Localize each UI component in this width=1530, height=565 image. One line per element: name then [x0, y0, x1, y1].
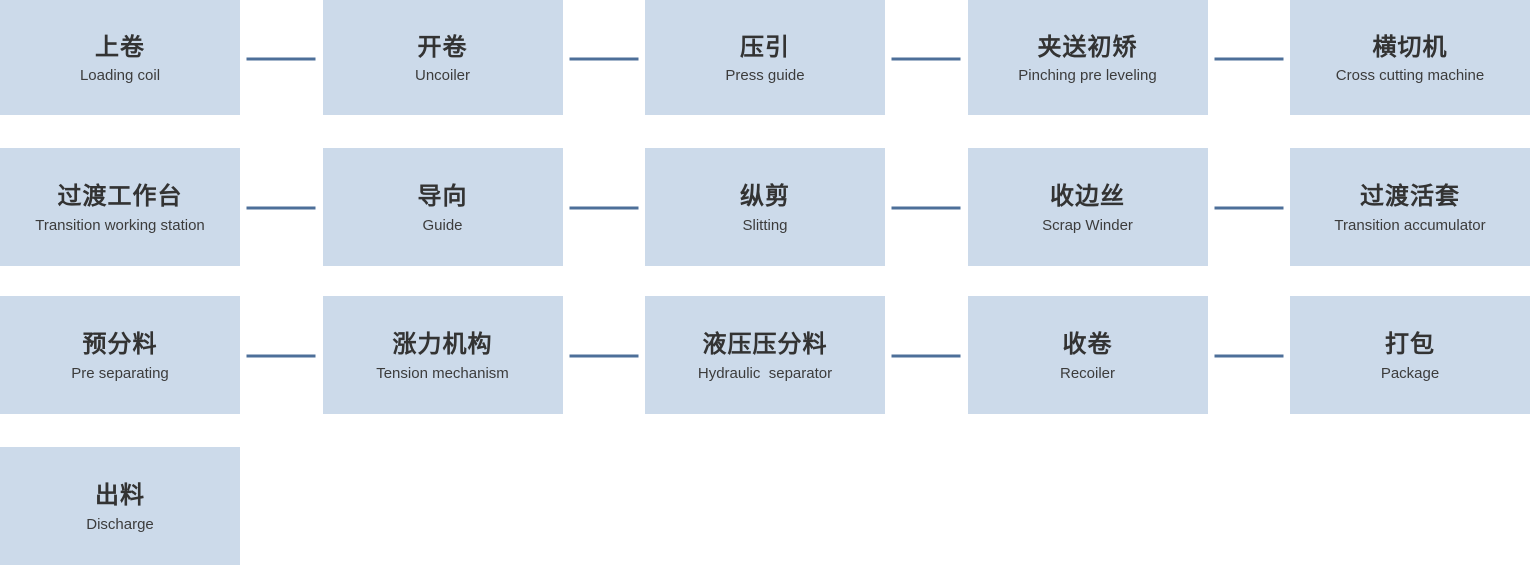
step-title: 纵剪: [740, 181, 790, 211]
step-subtitle: Guide: [422, 216, 463, 234]
step-title: 夹送初矫: [1037, 31, 1138, 61]
step-subtitle: Transition accumulator: [1334, 216, 1486, 234]
connector-line: [569, 354, 639, 358]
step-title: 过渡工作台: [57, 181, 183, 211]
flow-connector: [1208, 0, 1291, 115]
flow-connector: [240, 148, 323, 266]
step-subtitle: Loading coil: [79, 67, 161, 85]
step-subtitle: Hydraulic separator: [697, 364, 833, 382]
step-subtitle: Package: [1380, 364, 1440, 382]
flow-connector: [885, 148, 968, 266]
step-slitting: 纵剪 Slitting: [645, 148, 885, 266]
step-package: 打包 Package: [1290, 296, 1530, 414]
connector-line: [1214, 206, 1284, 210]
step-title: 液压压分料: [702, 329, 828, 359]
connector-line: [246, 354, 316, 358]
step-subtitle: Pinching pre leveling: [1018, 67, 1157, 85]
step-title: 上卷: [95, 31, 145, 61]
step-pre-separating: 预分料 Pre separating: [0, 296, 240, 414]
step-title: 涨力机构: [392, 329, 493, 359]
connector-line: [569, 206, 639, 210]
step-title: 横切机: [1372, 31, 1448, 61]
step-title: 过渡活套: [1360, 181, 1460, 211]
connector-line: [891, 57, 961, 60]
flow-connector: [1208, 296, 1291, 414]
step-recoiler: 收卷 Recoiler: [967, 296, 1208, 414]
step-title: 收卷: [1062, 329, 1113, 359]
step-subtitle: Pre separating: [71, 364, 169, 382]
step-title: 开卷: [417, 31, 468, 61]
step-press-guide: 压引 Press guide: [645, 0, 885, 115]
step-discharge: 出料 Discharge: [0, 447, 240, 565]
step-tension-mechanism: 涨力机构 Tension mechanism: [322, 296, 563, 414]
flow-connector: [563, 0, 646, 115]
step-pinching-pre-leveling: 夹送初矫 Pinching pre leveling: [967, 0, 1208, 115]
flow-connector: [240, 0, 323, 115]
connector-line: [1214, 57, 1284, 60]
flow-connector: [885, 0, 968, 115]
flow-row-4: 出料 Discharge: [0, 447, 1530, 565]
step-title: 收边丝: [1050, 181, 1125, 211]
flow-connector: [1208, 148, 1291, 266]
step-guide: 导向 Guide: [322, 148, 563, 266]
connector-line: [569, 57, 639, 60]
step-title: 打包: [1385, 329, 1435, 359]
flow-connector: [885, 296, 968, 414]
flow-connector: [563, 148, 646, 266]
step-subtitle: Scrap Winder: [1042, 216, 1133, 234]
step-subtitle: Uncoiler: [414, 67, 471, 85]
step-subtitle: Press guide: [725, 67, 805, 85]
step-subtitle: Transition working station: [35, 216, 205, 234]
flow-row-1: 上卷 Loading coil 开卷 Uncoiler 压引 Press gui…: [0, 0, 1530, 115]
step-loading-coil: 上卷 Loading coil: [0, 0, 240, 115]
flow-row-2: 过渡工作台 Transition working station 导向 Guid…: [0, 148, 1530, 266]
step-title: 出料: [95, 480, 145, 510]
step-scrap-winder: 收边丝 Scrap Winder: [967, 148, 1208, 266]
connector-line: [1214, 354, 1284, 358]
flow-connector: [240, 296, 323, 414]
step-cross-cutting-machine: 横切机 Cross cutting machine: [1290, 0, 1530, 115]
step-subtitle: Cross cutting machine: [1335, 67, 1485, 85]
step-title: 导向: [417, 181, 468, 211]
flow-row-3: 预分料 Pre separating 涨力机构 Tension mechanis…: [0, 296, 1530, 414]
step-subtitle: Discharge: [86, 515, 154, 533]
step-title: 压引: [740, 31, 790, 61]
connector-line: [246, 206, 316, 210]
connector-line: [891, 354, 961, 358]
step-subtitle: Recoiler: [1059, 364, 1116, 382]
step-title: 预分料: [82, 329, 158, 359]
step-subtitle: Slitting: [742, 216, 788, 234]
connector-line: [246, 57, 316, 60]
step-subtitle: Tension mechanism: [376, 364, 509, 382]
connector-line: [891, 206, 961, 210]
step-transition-working-station: 过渡工作台 Transition working station: [0, 148, 240, 266]
step-transition-accumulator: 过渡活套 Transition accumulator: [1290, 148, 1530, 266]
flow-connector: [563, 296, 646, 414]
step-hydraulic-separator: 液压压分料 Hydraulic separator: [645, 296, 885, 414]
step-uncoiler: 开卷 Uncoiler: [322, 0, 563, 115]
